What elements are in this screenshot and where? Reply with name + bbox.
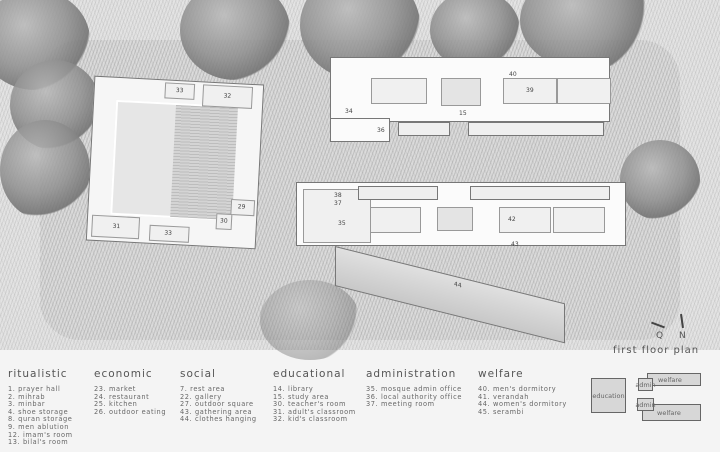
legend-educational: educational 14. library 15. study area 3… [273,368,356,424]
legend-heading: economic [94,368,153,380]
legend-ritualistic: ritualistic 1. prayer hall 2. mihrab 3. … [8,368,73,447]
room-33-top: 33 [164,82,196,100]
north-building: 39 40 15 34 [330,57,611,122]
legend-item: 41. verandah [478,392,530,401]
legend-heading: social [180,368,216,380]
key-education: education [591,378,626,413]
room-43-label: 43 [511,241,519,248]
key-admin-top: admin [635,378,656,391]
tree [180,0,290,80]
legend-item: 43. gathering area [180,407,253,416]
prayer-hall [170,104,238,221]
compass-q-label: Q [656,331,664,341]
legend-welfare: welfare 40. men's dormitory 41. verandah… [478,368,567,416]
legend-item: 8. quran storage [8,415,73,424]
dorm-unit [557,78,611,104]
key-welfare-bottom: welfare [642,404,701,421]
room-30: 30 [215,213,233,231]
legend-item: 35. mosque admin office [366,385,462,393]
south-verandah [358,186,438,200]
legend-item: 26. outdoor eating [94,407,167,416]
dorm-unit: 42 [499,207,551,233]
compass-n-label: N [679,331,686,341]
tree [260,280,360,360]
legend-item: 9. men ablution [8,422,70,431]
legend-item: 36. local authority office [366,392,462,401]
legend-item: 27. outdoor square [180,400,254,409]
legend-item: 44. clothes hanging [180,415,257,424]
legend-economic: economic 23. market 24. restaurant 25. k… [94,368,166,416]
legend-item: 15. study area [273,392,330,401]
legend-item: 12. imam's room [8,430,73,439]
north-verandah [468,122,604,136]
legend-item: 13. bilal's room [8,438,69,447]
legend-heading: ritualistic [8,368,68,380]
legend-item: 2. mihrab [8,392,46,401]
north-admin: 36 [330,118,390,142]
legend-heading: educational [273,368,346,380]
south-verandah [470,186,610,200]
legend-item: 14. library [273,385,314,393]
room-32-top: 32 [201,84,254,109]
tree [0,120,90,220]
legend-item: 4. shoe storage [8,407,69,416]
legend-item: 45. serambi [478,407,524,416]
central-void [437,207,473,231]
legend-item: 22. gallery [180,392,222,401]
room-29: 29 [230,198,256,217]
legend-item: 32. kid's classroom [273,415,348,424]
key-admin-bottom: admin [635,398,656,411]
legend-item: 40. men's dormitory [478,385,557,393]
dorm-unit [371,78,427,104]
dorm-unit [369,207,421,233]
legend-item: 1. prayer hall [8,385,61,393]
dorm-unit [553,207,605,233]
legend-social: social 7. rest area 22. gallery 27. outd… [180,368,257,424]
room-34-label: 34 [345,108,353,115]
room-40-label: 40 [509,71,517,78]
room-33-bottom: 33 [148,224,190,243]
legend-heading: administration [366,368,457,380]
tree [620,140,700,220]
legend-item: 30. teacher's room [273,400,347,409]
legend-item: 31. adult's classroom [273,407,356,416]
plan-title: first floor plan [613,345,700,356]
legend-item: 37. meeting room [366,400,435,409]
legend-item: 24. restaurant [94,392,150,401]
prayer-hall-court [110,99,239,222]
north-verandah [398,122,450,136]
central-void [441,78,481,106]
mosque-building: 33 32 29 30 31 33 [85,75,265,250]
room-15-label: 15 [459,110,467,117]
legend-administration: administration 35. mosque admin office 3… [366,368,462,409]
legend-heading: welfare [478,368,524,380]
legend-item: 7. rest area [180,385,226,393]
legend-item: 25. kitchen [94,400,138,409]
legend-item: 3. minbar [8,400,46,409]
legend-item: 23. market [94,385,136,393]
legend-item: 44. women's dormitory [478,400,567,409]
dorm-unit: 39 [503,78,557,104]
room-31: 31 [91,214,141,240]
